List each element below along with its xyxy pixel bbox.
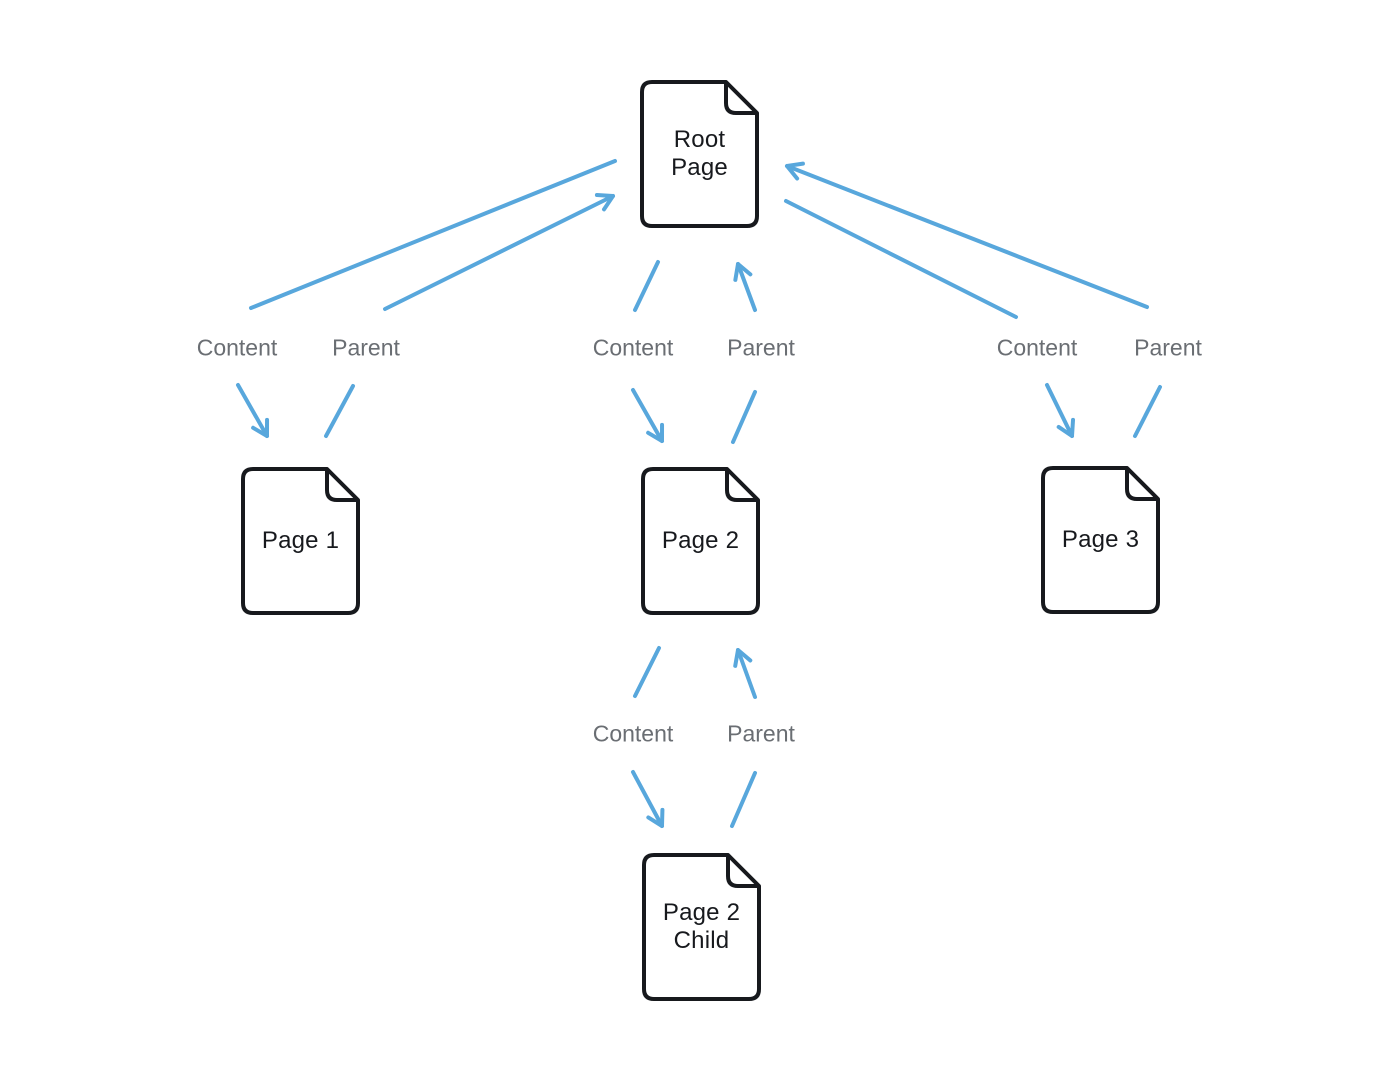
edge-content-root-page3-upper <box>784 199 1018 319</box>
edge-parent-page3-root-lower <box>1133 385 1162 438</box>
node-label-page-2-child: Page 2 Child <box>662 899 741 954</box>
document-icon <box>640 80 759 228</box>
node-page-3: Page 3 <box>1041 466 1160 614</box>
edge-parent-child-page2-lower <box>730 771 757 828</box>
edge-parent-child-page2-upper <box>733 648 757 699</box>
edge-label-parent-bottom: Parent <box>727 720 795 747</box>
node-root-page: Root Page <box>640 80 759 228</box>
document-icon <box>642 853 761 1001</box>
edge-parent-page1-root-upper <box>383 193 615 311</box>
node-label-page-1: Page 1 <box>261 527 340 555</box>
node-label-page-3: Page 3 <box>1061 526 1140 554</box>
edge-label-parent-middle: Parent <box>727 334 795 361</box>
edge-parent-page2-root-lower <box>731 390 757 444</box>
node-label-page-2: Page 2 <box>661 527 740 555</box>
node-page-2-child: Page 2 Child <box>642 853 761 1001</box>
document-icon <box>641 467 760 615</box>
edge-content-root-page3-lower <box>1045 383 1076 438</box>
edge-content-root-page1-lower <box>236 383 270 438</box>
edge-label-parent-right: Parent <box>1134 334 1202 361</box>
edge-label-content-left: Content <box>196 334 278 361</box>
edge-parent-page3-root-upper <box>785 161 1149 309</box>
document-icon <box>241 467 360 615</box>
node-label-root-page: Root Page <box>671 126 728 181</box>
edge-content-root-page2-upper <box>633 260 660 312</box>
edge-label-content-right: Content <box>996 334 1078 361</box>
edge-label-parent-left: Parent <box>332 334 400 361</box>
edge-label-content-middle: Content <box>592 334 674 361</box>
edge-parent-page1-root-lower <box>324 384 355 438</box>
edge-content-page2-child-lower <box>631 770 665 828</box>
document-icon <box>1041 466 1160 614</box>
edge-parent-page2-root-upper <box>733 262 757 312</box>
edge-content-root-page2-lower <box>631 388 665 443</box>
node-page-1: Page 1 <box>241 467 360 615</box>
edge-content-page2-child-upper <box>633 646 661 698</box>
edge-content-root-page1-upper <box>249 159 617 310</box>
node-page-2: Page 2 <box>641 467 760 615</box>
edge-label-content-bottom: Content <box>592 720 674 747</box>
